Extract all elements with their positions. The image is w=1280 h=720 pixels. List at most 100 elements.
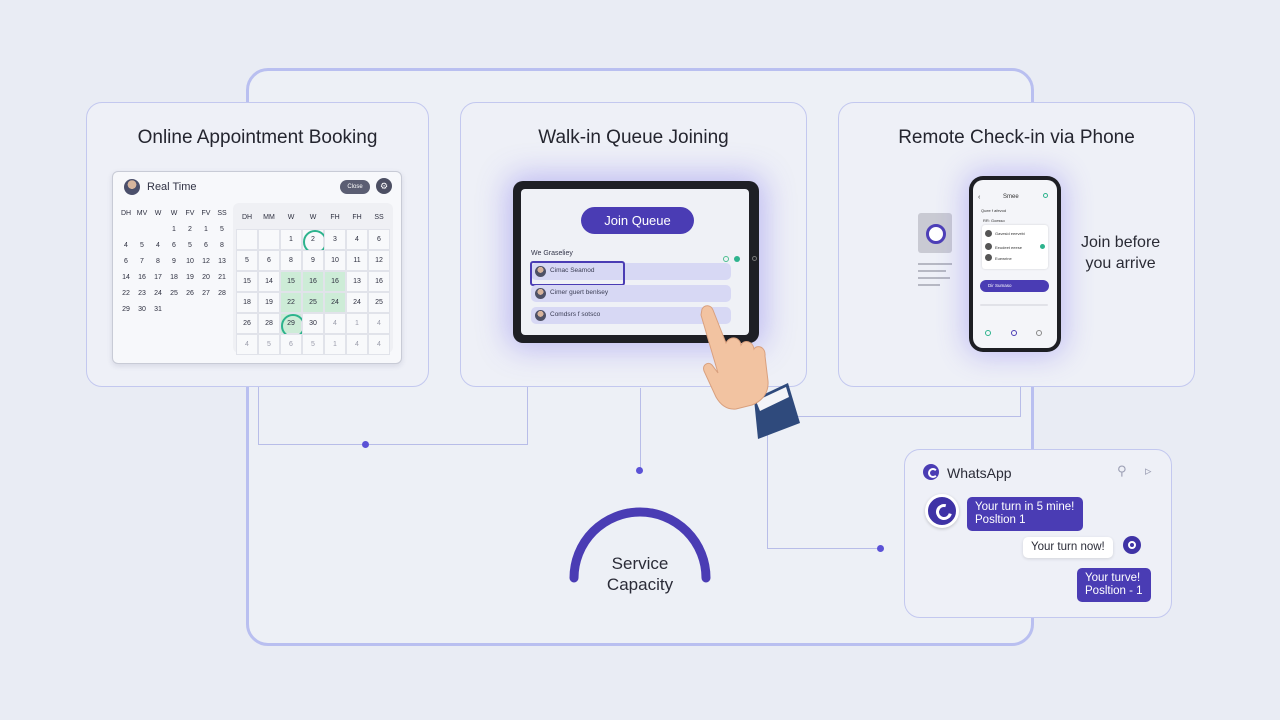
calendar-day[interactable]: 2 — [188, 226, 192, 233]
calendar-day[interactable]: 28 — [258, 313, 280, 334]
calendar-day[interactable]: 16 — [368, 271, 390, 292]
calendar-day[interactable]: 29 — [122, 306, 130, 313]
calendar-day[interactable]: 9 — [302, 250, 324, 271]
queue-row[interactable]: Cimac Seamod — [530, 261, 731, 286]
calendar-day[interactable]: 5 — [140, 242, 144, 249]
calendar-day[interactable]: 5 — [188, 242, 192, 249]
status-dot-icon — [1043, 193, 1048, 198]
tablet-screen: Join Queue We Graseliey Cimac Seamod Cim… — [521, 189, 749, 335]
calendar-day[interactable]: 30 — [302, 313, 324, 334]
calendar-day[interactable]: 31 — [154, 306, 162, 313]
megaphone-icon[interactable]: ▹ — [1145, 463, 1152, 478]
calendar-day[interactable]: 6 — [124, 258, 128, 265]
calendar-day[interactable]: 25 — [170, 290, 178, 297]
document-lines-icon — [918, 263, 952, 291]
calendar-day[interactable]: 26 — [236, 313, 258, 334]
calendar-day[interactable]: 10 — [324, 250, 346, 271]
calendar-day[interactable]: 10 — [186, 258, 194, 265]
calendar-day[interactable]: 8 — [220, 242, 224, 249]
calendar-day[interactable]: 8 — [156, 258, 160, 265]
queue-row[interactable]: Cimer guert benlsey — [531, 285, 731, 302]
calendar-day[interactable]: 25 — [368, 292, 390, 313]
calendar-day[interactable]: 30 — [138, 306, 146, 313]
calendar-day[interactable]: 4 — [324, 313, 346, 334]
calendar-day[interactable]: 2 — [302, 229, 327, 254]
calendar-day[interactable]: 13 — [218, 258, 226, 265]
connector — [258, 386, 259, 444]
queue-row[interactable]: Comdsrs f sotsco — [531, 307, 731, 324]
status-dots — [718, 249, 740, 267]
message-bubble: Your turn in 5 mine! Posltion 1 — [967, 497, 1083, 531]
search-icon[interactable]: ⚲ — [1117, 463, 1127, 478]
phone-tag: RR: Goesso — [983, 218, 1005, 223]
calendar-day[interactable]: 4 — [346, 334, 368, 355]
calendar-day[interactable]: 16 — [324, 271, 346, 292]
calendar-day[interactable]: 13 — [346, 271, 368, 292]
profile-tab-icon[interactable] — [1036, 330, 1042, 336]
service-capacity-label: Service Capacity — [580, 553, 700, 595]
phone-device: ‹ Smee Quee f afevod RR: Goesso Gavesid … — [969, 176, 1061, 352]
calendar-day[interactable]: 28 — [218, 290, 226, 297]
calendar-day[interactable]: 12 — [368, 250, 390, 271]
calendar-day[interactable]: 9 — [172, 258, 176, 265]
calendar-day[interactable]: 4 — [346, 229, 368, 250]
calendar-day[interactable]: 17 — [154, 274, 162, 281]
calendar-day[interactable]: 1 — [172, 226, 176, 233]
calendar-day[interactable]: 29 — [280, 313, 305, 338]
calendar-day[interactable]: 11 — [346, 250, 368, 271]
calendar-day[interactable]: 16 — [302, 271, 324, 292]
calendar-day[interactable]: 4 — [236, 334, 258, 355]
calendar-day[interactable]: 1 — [204, 226, 208, 233]
calendar-day[interactable]: 18 — [236, 292, 258, 313]
calendar-day[interactable]: 5 — [302, 334, 324, 355]
calendar-day[interactable]: 24 — [346, 292, 368, 313]
calendar-day[interactable]: 4 — [124, 242, 128, 249]
calendar-day[interactable]: 6 — [258, 250, 280, 271]
phone-checkin-button[interactable]: Dir Sumaso — [980, 280, 1049, 292]
calendar-day[interactable]: 21 — [218, 274, 226, 281]
calendar-day[interactable]: 22 — [280, 292, 302, 313]
home-tab-icon[interactable] — [985, 330, 991, 336]
calendar-day[interactable]: 26 — [186, 290, 194, 297]
calendar-day[interactable]: 20 — [202, 274, 210, 281]
calendar-day[interactable]: 6 — [280, 334, 302, 355]
calendar-day[interactable]: 4 — [156, 242, 160, 249]
calendar-day[interactable]: 1 — [346, 313, 368, 334]
calendar-day[interactable]: 5 — [236, 250, 258, 271]
calendar-day[interactable]: 16 — [138, 274, 146, 281]
calendar-day[interactable]: 12 — [202, 258, 210, 265]
join-queue-button[interactable]: Join Queue — [581, 207, 694, 234]
settings-icon[interactable]: ⚙ — [376, 178, 392, 194]
calendar-day[interactable]: 3 — [324, 229, 346, 250]
calendar-day[interactable]: 27 — [202, 290, 210, 297]
calendar-day[interactable]: 15 — [280, 271, 302, 292]
connector-dot — [362, 441, 369, 448]
calendar-day[interactable]: 7 — [140, 258, 144, 265]
calendar-day[interactable]: 15 — [236, 271, 258, 292]
close-button[interactable]: Close — [340, 180, 370, 194]
calendar-day[interactable]: 22 — [122, 290, 130, 297]
calendar-day[interactable]: 24 — [324, 292, 346, 313]
calendar-day[interactable]: 23 — [138, 290, 146, 297]
calendar-day[interactable]: 8 — [280, 250, 302, 271]
calendar-day[interactable]: 6 — [204, 242, 208, 249]
calendar-day[interactable]: 14 — [258, 271, 280, 292]
calendar-day[interactable]: 19 — [186, 274, 194, 281]
calendar-day[interactable]: 4 — [368, 313, 390, 334]
back-icon[interactable]: ‹ — [978, 194, 981, 201]
remote-card: Remote Check-in via Phone ‹ Smee Quee f … — [838, 102, 1195, 387]
calendar-day[interactable]: 6 — [368, 229, 390, 250]
calendar-day[interactable]: 6 — [172, 242, 176, 249]
calendar-day[interactable]: 1 — [324, 334, 346, 355]
calendar-day[interactable]: 18 — [170, 274, 178, 281]
calendar-day[interactable]: 5 — [258, 334, 280, 355]
calendar-day[interactable]: 24 — [154, 290, 162, 297]
calendar-day[interactable]: 25 — [302, 292, 324, 313]
calendar-day[interactable]: 14 — [122, 274, 130, 281]
queue-tab-icon[interactable] — [1011, 330, 1017, 336]
queue-row-name: Cimac Seamod — [550, 267, 595, 274]
calendar-day[interactable]: 4 — [368, 334, 390, 355]
calendar-day[interactable]: 5 — [220, 226, 224, 233]
calendar-day[interactable]: 19 — [258, 292, 280, 313]
calendar-day[interactable]: 1 — [280, 229, 302, 250]
